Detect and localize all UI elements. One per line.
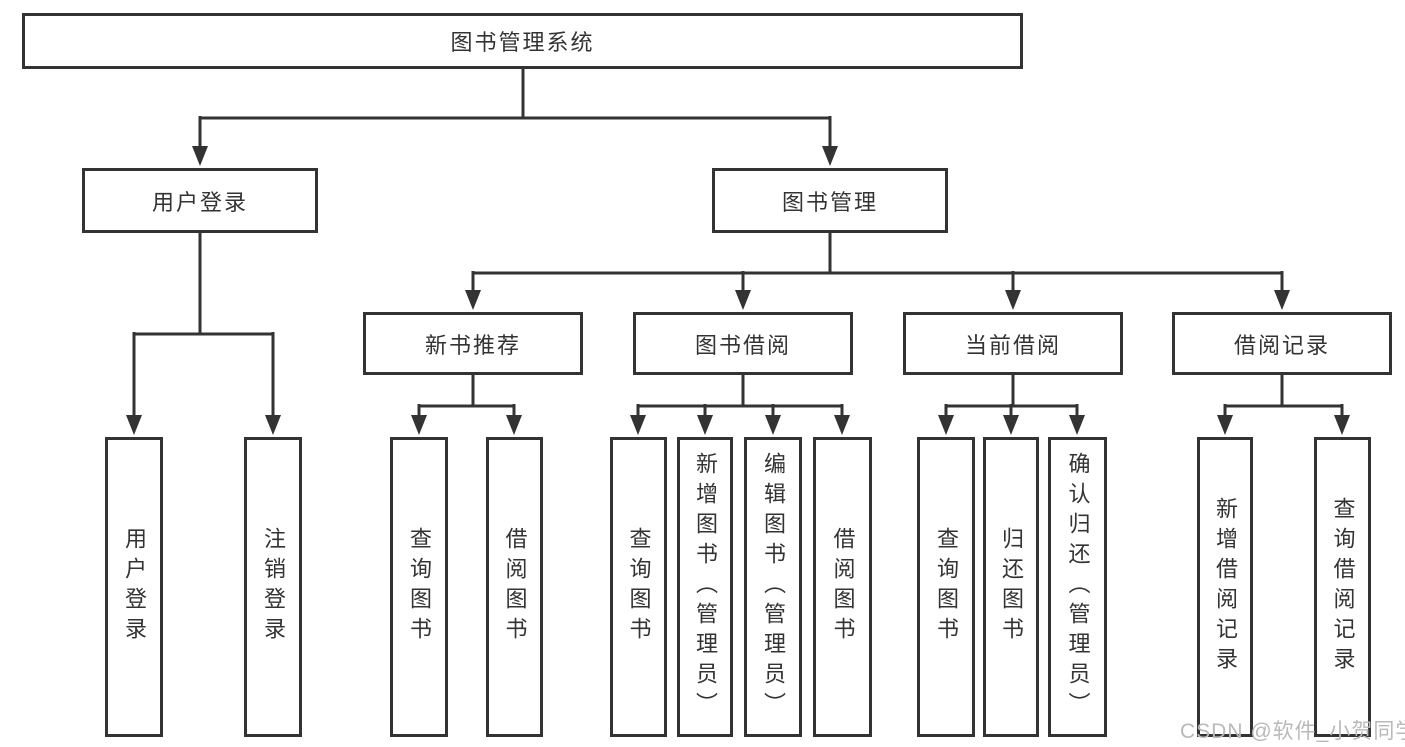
leaf-query-books-borrowing: 查询图书 (610, 437, 667, 737)
leaf-borrow-books: 借阅图书 (813, 437, 872, 737)
leaf-edit-book-admin-label: 编辑图书（管理员） (761, 452, 786, 722)
node-root-system: 图书管理系统 (22, 13, 1023, 69)
leaf-query-books-recommend: 查询图书 (390, 437, 448, 737)
leaf-confirm-return-admin-label: 确认归还（管理员） (1065, 452, 1091, 722)
leaf-query-borrow-record-label: 查询借阅记录 (1330, 497, 1356, 677)
leaf-query-borrow-record: 查询借阅记录 (1314, 437, 1371, 737)
leaf-confirm-return-admin: 确认归还（管理员） (1048, 437, 1107, 737)
leaf-edit-book-admin: 编辑图书（管理员） (744, 437, 802, 737)
leaf-add-borrow-record-label: 新增借阅记录 (1213, 497, 1238, 677)
leaf-borrow-books-recommend-label: 借阅图书 (502, 527, 528, 647)
leaf-query-books-recommend-label: 查询图书 (407, 527, 432, 647)
leaf-add-book-admin: 新增图书（管理员） (677, 437, 733, 737)
leaf-user-login-label: 用户登录 (122, 527, 147, 647)
leaf-user-login: 用户登录 (105, 437, 163, 737)
node-borrowing-records: 借阅记录 (1172, 312, 1392, 375)
leaf-add-borrow-record: 新增借阅记录 (1197, 437, 1253, 737)
node-new-book-recommend: 新书推荐 (363, 312, 583, 375)
leaf-logout-label: 注销登录 (261, 527, 286, 647)
leaf-borrow-books-label: 借阅图书 (830, 527, 856, 647)
node-book-borrowing: 图书借阅 (633, 312, 853, 375)
leaf-query-books-current: 查询图书 (917, 437, 975, 737)
node-current-borrowing: 当前借阅 (903, 312, 1123, 375)
leaf-logout: 注销登录 (244, 437, 302, 737)
leaf-add-book-admin-label: 新增图书（管理员） (693, 452, 718, 722)
leaf-query-books-borrowing-label: 查询图书 (626, 527, 652, 647)
leaf-borrow-books-recommend: 借阅图书 (486, 437, 543, 737)
leaf-return-book: 归还图书 (983, 437, 1039, 737)
leaf-return-book-label: 归还图书 (999, 527, 1024, 647)
watermark: CSDN @软件_小贺同学 (1180, 720, 1405, 743)
node-book-management: 图书管理 (712, 168, 948, 233)
leaf-query-books-current-label: 查询图书 (934, 527, 959, 647)
node-user-login: 用户登录 (82, 168, 318, 233)
